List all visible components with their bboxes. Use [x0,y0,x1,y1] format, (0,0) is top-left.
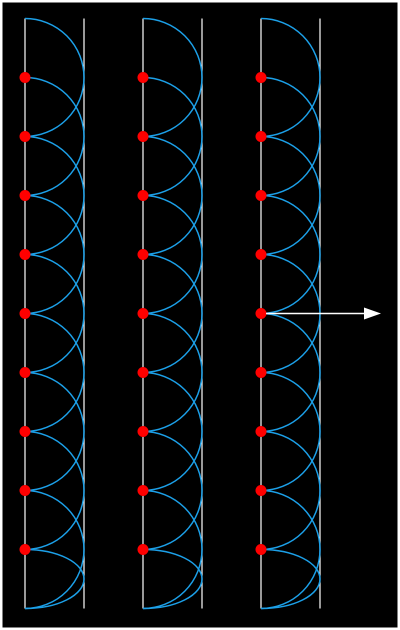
wavefront-arc [142,17,203,138]
point-source [137,544,149,555]
column-3 [255,17,381,610]
wavefront-arc [24,135,85,256]
point-source [19,72,31,83]
wavefront-arc [142,135,203,256]
point-source [19,367,31,378]
point-source [19,544,31,555]
wavefront-arc [24,76,85,197]
column-2 [137,17,203,610]
wavefront-arc [260,371,321,492]
wavefront-arc [142,312,203,433]
columns-group [19,17,381,610]
point-source [255,308,267,319]
point-source [19,426,31,437]
wavefront-arc [260,17,321,138]
wavefront-arc [24,312,85,433]
point-source [137,72,149,83]
point-source [255,367,267,378]
wavefront-arc [260,548,321,610]
wavefront-arc [142,371,203,492]
point-source [137,249,149,260]
arrow-head [364,307,381,320]
point-source [137,190,149,201]
wavefront-arc [260,312,321,433]
column-1 [19,17,85,610]
wavefront-arc [142,194,203,315]
point-source [255,485,267,496]
wavefront-arc [260,76,321,197]
point-source [255,72,267,83]
wavefront-arc [142,548,203,610]
wavefront-arc [260,489,321,610]
wavefront-arc [24,253,85,374]
wavefront-arc [24,371,85,492]
point-source [255,249,267,260]
point-source [255,544,267,555]
wavefront-arc [24,548,85,610]
wavefront-arc [142,253,203,374]
wavefront-arc [260,430,321,551]
wavefront-arc [142,430,203,551]
point-source [137,131,149,142]
point-source [255,131,267,142]
point-source [137,426,149,437]
wavefront-arc [142,76,203,197]
point-source [19,190,31,201]
wavefront-arc [142,489,203,610]
point-source [255,190,267,201]
point-source [19,131,31,142]
wavefront-arc [24,430,85,551]
wavefront-arc [260,194,321,315]
wavefront-arc [260,135,321,256]
wavefront-arc [24,194,85,315]
wavefront-arc [24,17,85,138]
point-source [137,367,149,378]
point-source [19,308,31,319]
point-source [137,308,149,319]
point-source [19,249,31,260]
point-source [19,485,31,496]
point-source [137,485,149,496]
point-source [255,426,267,437]
wavefront-arc [24,489,85,610]
